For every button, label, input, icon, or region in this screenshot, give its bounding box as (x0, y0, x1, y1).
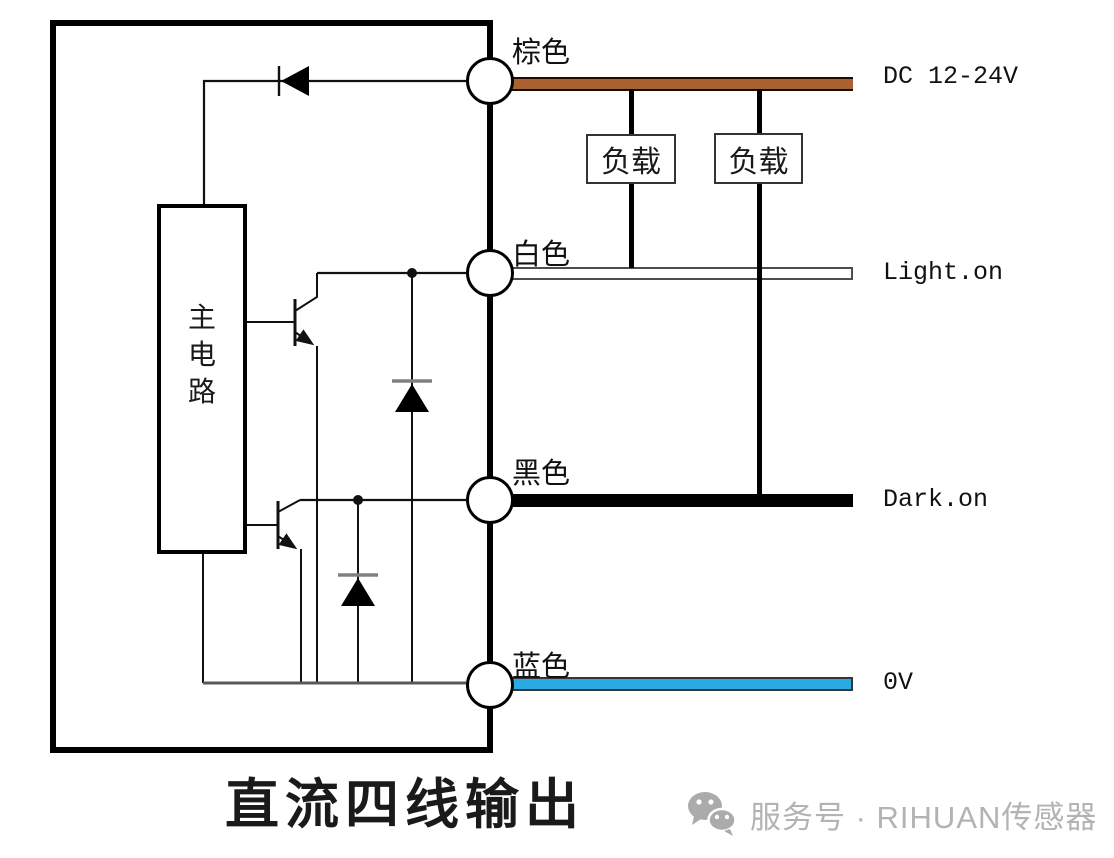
signal-label-light-on: Light.on (883, 258, 1004, 287)
flyback-diode-upper-icon (392, 379, 432, 412)
load2-top-lead (757, 89, 762, 133)
reverse-protection-diode-icon (277, 66, 309, 96)
wire-label-white: 白色 (512, 239, 571, 271)
npn-transistor-lower-icon (247, 499, 301, 550)
load-label: 负载 (601, 146, 661, 179)
wire-brown (511, 77, 853, 91)
watermark: 服务号 · RIHUAN传感器 (686, 790, 1097, 838)
wechat-icon (688, 792, 737, 836)
wire-black (511, 494, 853, 507)
main-circuit-label-char: 路 (187, 377, 216, 408)
load1-top-lead (629, 89, 634, 134)
diagram-title: 直流四线输出 (225, 775, 585, 835)
terminal-brown (466, 57, 514, 105)
wire-label-blue: 蓝色 (512, 651, 571, 683)
load1-bottom-lead (629, 183, 634, 268)
load2-bottom-lead (757, 184, 762, 495)
wire-label-black: 黑色 (512, 458, 571, 490)
npn-transistor-upper-icon (247, 273, 318, 346)
load-box-1: 负载 (586, 134, 676, 184)
main-circuit-box (157, 204, 247, 554)
terminal-white (466, 249, 514, 297)
watermark-text: 服务号 · RIHUAN传感器 (750, 799, 1098, 835)
wire-label-brown: 棕色 (512, 37, 571, 69)
load-label: 负载 (728, 145, 789, 179)
load-box-2: 负载 (714, 133, 803, 184)
signal-label-dc-supply: DC 12-24V (883, 62, 1019, 91)
terminal-black (466, 476, 514, 524)
main-circuit-label-char: 电 (187, 340, 216, 371)
main-circuit-label-char: 主 (187, 303, 216, 334)
signal-label-dark-on: Dark.on (883, 485, 989, 514)
flyback-diode-lower-icon (338, 573, 378, 606)
terminal-blue (466, 661, 514, 709)
main-circuit-label: 主 电 路 (157, 300, 247, 411)
signal-label-0v: 0V (883, 668, 914, 697)
sensor-outline-box (50, 20, 493, 753)
brown-feed-line (202, 79, 466, 208)
